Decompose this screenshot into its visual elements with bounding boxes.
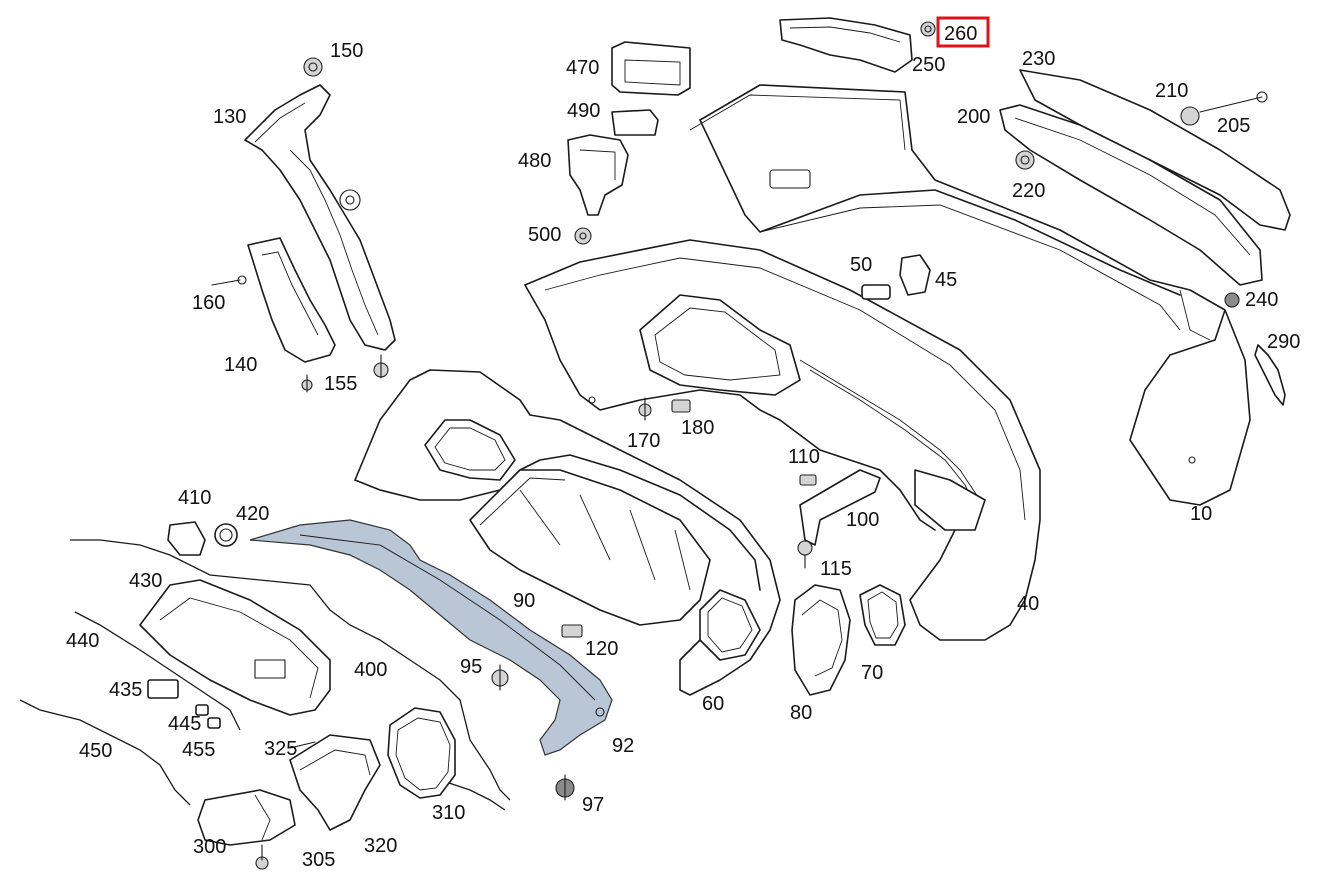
part-430-bracket[interactable] bbox=[139, 579, 331, 716]
part-400-cable[interactable] bbox=[70, 539, 511, 801]
label-170: 170 bbox=[627, 430, 660, 452]
part-240-nut[interactable] bbox=[1224, 292, 1240, 308]
label-95: 95 bbox=[460, 656, 482, 678]
part-500-grommet[interactable] bbox=[574, 227, 592, 245]
part-95-bolt[interactable] bbox=[491, 664, 509, 691]
label-400: 400 bbox=[354, 659, 387, 681]
label-120: 120 bbox=[585, 638, 618, 660]
part-97-bolt[interactable] bbox=[555, 774, 575, 801]
label-480: 480 bbox=[518, 150, 551, 172]
part-170-clip[interactable] bbox=[638, 397, 652, 421]
part-155-clip[interactable] bbox=[301, 354, 389, 393]
label-140: 140 bbox=[224, 354, 257, 376]
part-70-ring[interactable] bbox=[859, 584, 906, 646]
label-440: 440 bbox=[66, 630, 99, 652]
part-220-nut[interactable] bbox=[1015, 150, 1035, 170]
part-160-pin[interactable] bbox=[211, 275, 247, 286]
label-90: 90 bbox=[513, 590, 535, 612]
label-100: 100 bbox=[846, 509, 879, 531]
part-10-bumper-cover[interactable] bbox=[689, 84, 1251, 506]
label-325: 325 bbox=[264, 738, 297, 760]
part-410-sensor[interactable] bbox=[167, 521, 206, 556]
part-440-cable[interactable] bbox=[74, 611, 241, 731]
label-115: 115 bbox=[820, 558, 852, 580]
part-205-bolt[interactable] bbox=[1199, 91, 1268, 113]
part-115-screw[interactable] bbox=[797, 540, 813, 569]
label-410: 410 bbox=[178, 487, 211, 509]
label-305: 305 bbox=[302, 849, 335, 871]
part-80-exhaust-trim[interactable] bbox=[791, 584, 851, 696]
part-435-module[interactable] bbox=[147, 679, 179, 699]
label-490: 490 bbox=[567, 100, 600, 122]
part-325-screw[interactable] bbox=[289, 741, 316, 749]
label-130: 130 bbox=[213, 106, 246, 128]
part-470-cover[interactable] bbox=[611, 41, 691, 96]
label-430: 430 bbox=[129, 570, 162, 592]
label-155: 155 bbox=[324, 373, 357, 395]
label-320: 320 bbox=[364, 835, 397, 857]
label-210: 210 bbox=[1155, 80, 1188, 102]
part-140-bracket[interactable] bbox=[247, 237, 336, 363]
label-205: 205 bbox=[1217, 115, 1250, 137]
label-435: 435 bbox=[109, 679, 142, 701]
part-50-clip[interactable] bbox=[861, 284, 891, 300]
label-70: 70 bbox=[861, 662, 883, 684]
part-305-bolt[interactable] bbox=[255, 844, 269, 870]
part-310-cable[interactable] bbox=[439, 779, 506, 811]
label-300: 300 bbox=[193, 836, 226, 858]
label-455: 455 bbox=[182, 739, 215, 761]
label-230: 230 bbox=[1022, 48, 1055, 70]
part-200-carrier[interactable] bbox=[999, 104, 1263, 286]
part-45-sensor-bracket[interactable] bbox=[899, 254, 931, 296]
part-labels: 10 40 45 50 60 70 80 90 92 95 97 100 110… bbox=[66, 23, 1300, 871]
part-320-bracket[interactable] bbox=[289, 734, 381, 831]
part-480-bracket[interactable] bbox=[567, 134, 629, 216]
part-445-connector[interactable] bbox=[195, 704, 209, 716]
label-80: 80 bbox=[790, 702, 812, 724]
part-260-nut[interactable] bbox=[920, 21, 936, 37]
label-420: 420 bbox=[236, 503, 269, 525]
label-445: 445 bbox=[168, 713, 201, 735]
part-420-ring[interactable] bbox=[214, 523, 238, 547]
part-450-cable[interactable] bbox=[19, 699, 191, 806]
part-490-sensor[interactable] bbox=[611, 109, 659, 136]
label-180: 180 bbox=[681, 417, 714, 439]
label-92: 92 bbox=[612, 735, 634, 757]
part-210-washer[interactable] bbox=[1180, 106, 1200, 126]
label-250: 250 bbox=[912, 54, 945, 76]
label-310: 310 bbox=[432, 802, 465, 824]
part-180-clip[interactable] bbox=[671, 399, 691, 413]
label-150: 150 bbox=[330, 40, 363, 62]
label-470: 470 bbox=[566, 57, 599, 79]
label-97: 97 bbox=[582, 794, 604, 816]
label-40: 40 bbox=[1017, 593, 1039, 615]
part-310-grille[interactable] bbox=[387, 707, 456, 799]
label-450: 450 bbox=[79, 740, 112, 762]
part-150-nut[interactable] bbox=[303, 57, 323, 77]
label-200: 200 bbox=[957, 106, 990, 128]
part-250-bracket[interactable] bbox=[779, 17, 913, 73]
label-260: 260 bbox=[944, 23, 977, 45]
part-455-connector[interactable] bbox=[207, 717, 221, 729]
label-60: 60 bbox=[702, 693, 724, 715]
label-160: 160 bbox=[192, 292, 225, 314]
part-120-clip[interactable] bbox=[561, 624, 583, 638]
label-50: 50 bbox=[850, 254, 872, 276]
label-500: 500 bbox=[528, 224, 561, 246]
label-290: 290 bbox=[1267, 331, 1300, 353]
part-130-bracket[interactable] bbox=[244, 84, 396, 351]
label-220: 220 bbox=[1012, 180, 1045, 202]
label-10: 10 bbox=[1190, 503, 1212, 525]
part-290-reflector[interactable] bbox=[1254, 344, 1286, 406]
label-110: 110 bbox=[788, 446, 820, 468]
part-260-highlight bbox=[936, 16, 990, 48]
part-300-tailpipe[interactable] bbox=[197, 789, 296, 846]
part-110-clip[interactable] bbox=[799, 474, 817, 486]
part-92-underbody-panel[interactable] bbox=[249, 519, 613, 756]
part-40-rear-bumper[interactable] bbox=[524, 239, 1041, 641]
label-45: 45 bbox=[935, 269, 957, 291]
label-240: 240 bbox=[1245, 289, 1278, 311]
part-90-diffuser-insert[interactable] bbox=[469, 469, 711, 626]
